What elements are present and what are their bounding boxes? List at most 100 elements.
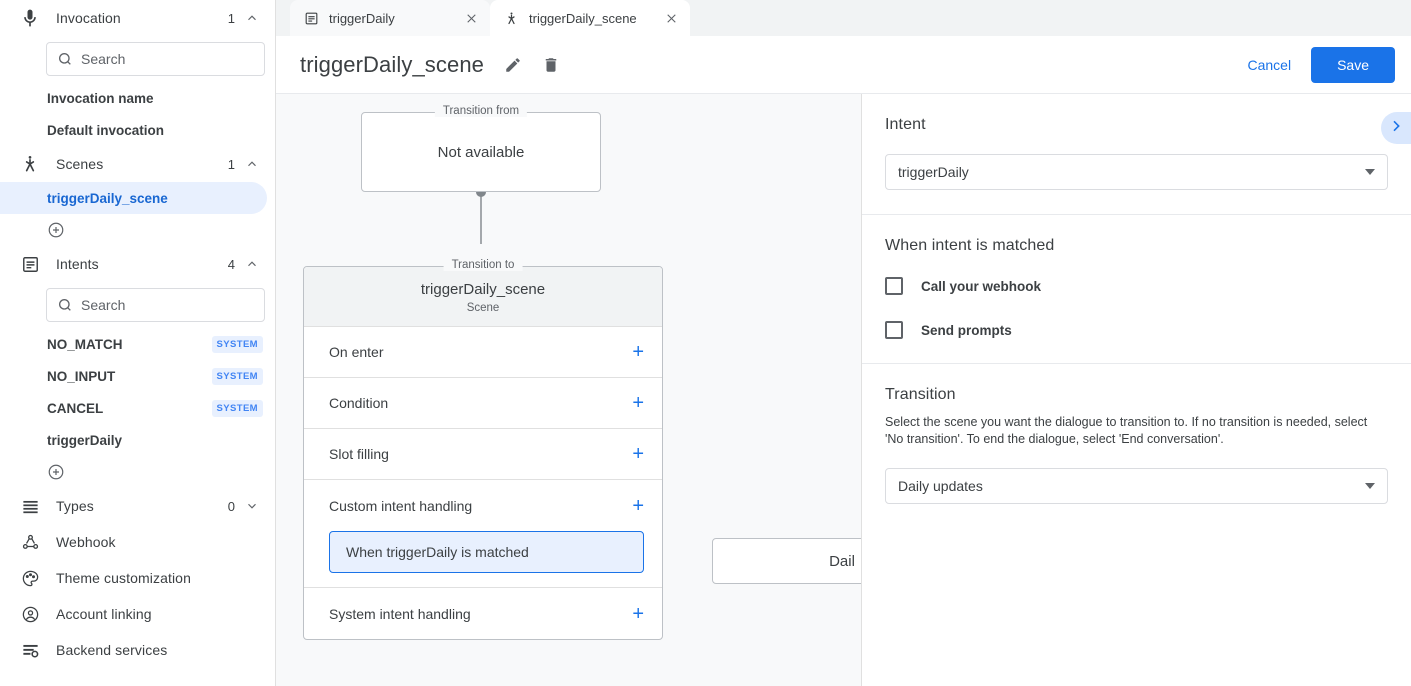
add-condition-button[interactable]: +: [632, 392, 644, 414]
scene-node[interactable]: Transition to triggerDaily_scene Scene O…: [303, 259, 663, 640]
checkbox-icon[interactable]: [885, 321, 903, 339]
scene-node-subtitle: Scene: [466, 302, 500, 314]
scene-row-label: Custom intent handling: [329, 497, 473, 514]
save-button[interactable]: Save: [1311, 46, 1395, 83]
sidebar-section-intents[interactable]: Intents 4: [0, 246, 275, 282]
left-sidebar: Invocation 1 Search Invocation name Defa…: [0, 0, 276, 686]
backend-services-icon: [18, 641, 42, 660]
intent-handler-chip[interactable]: When triggerDaily is matched: [329, 531, 644, 573]
collapse-panel-button[interactable]: [1381, 112, 1411, 144]
pencil-icon[interactable]: [504, 56, 522, 74]
checkbox-label: Send prompts: [921, 322, 1012, 338]
sidebar-item-label: Theme customization: [56, 570, 191, 586]
sidebar-section-label: Intents: [56, 256, 99, 272]
webhook-icon: [18, 533, 42, 552]
sidebar-section-label: Scenes: [56, 156, 104, 172]
close-icon[interactable]: [462, 9, 480, 27]
sidebar-item-cancel[interactable]: CANCEL SYSTEM: [0, 392, 275, 424]
sidebar-section-count: 4: [227, 256, 235, 272]
cancel-button[interactable]: Cancel: [1235, 48, 1303, 82]
sidebar-item-default-invocation[interactable]: Default invocation: [0, 114, 275, 146]
checkbox-send-prompts[interactable]: Send prompts: [885, 321, 1388, 339]
add-scene-button[interactable]: [0, 214, 275, 246]
intent-select-value: triggerDaily: [898, 164, 969, 180]
sidebar-item-theme-customization[interactable]: Theme customization: [0, 560, 275, 596]
chevron-up-icon: [245, 157, 259, 171]
sidebar-item-label: NO_MATCH: [47, 336, 123, 352]
sidebar-section-count: 1: [227, 10, 235, 26]
sidebar-item-webhook[interactable]: Webhook: [0, 524, 275, 560]
scene-row-label: Condition: [329, 395, 389, 411]
sidebar-item-backend-services[interactable]: Backend services: [0, 632, 275, 668]
properties-panel: Intent triggerDaily When intent is match…: [862, 94, 1411, 686]
transition-to-legend: Transition to: [443, 259, 523, 271]
scene-row-condition[interactable]: Condition +: [304, 378, 662, 429]
add-custom-intent-button[interactable]: +: [632, 494, 644, 517]
add-on-enter-button[interactable]: +: [632, 341, 644, 363]
checkbox-call-your-webhook[interactable]: Call your webhook: [885, 277, 1388, 295]
transition-from-value: Not available: [437, 144, 525, 161]
page-title: triggerDaily_scene: [300, 51, 484, 77]
tab-label: triggerDaily_scene: [529, 10, 637, 26]
sidebar-section-scenes[interactable]: Scenes 1: [0, 146, 275, 182]
sidebar-section-invocation[interactable]: Invocation 1: [0, 0, 275, 36]
tab-triggerdaily-scene[interactable]: triggerDaily_scene: [490, 0, 690, 36]
tab-triggerdaily[interactable]: triggerDaily: [290, 0, 490, 36]
sidebar-section-types[interactable]: Types 0: [0, 488, 275, 524]
sidebar-item-triggerdaily-scene[interactable]: triggerDaily_scene: [0, 182, 267, 214]
checkbox-icon[interactable]: [885, 277, 903, 295]
trash-icon[interactable]: [542, 56, 560, 74]
scene-row-system-intent-handling[interactable]: System intent handling +: [304, 588, 662, 639]
scene-row-slot-filling[interactable]: Slot filling +: [304, 429, 662, 480]
scene-node-title: triggerDaily_scene: [420, 281, 546, 298]
main-area: triggerDaily triggerDaily_scene triggerD…: [276, 0, 1411, 686]
intent-select[interactable]: triggerDaily: [885, 154, 1388, 190]
sidebar-item-invocation-name[interactable]: Invocation name: [0, 82, 275, 114]
transition-select-value: Daily updates: [898, 478, 983, 494]
account-icon: [18, 605, 42, 624]
status-badge: SYSTEM: [211, 335, 263, 353]
transition-from-node[interactable]: Transition from Not available: [361, 105, 601, 192]
content-body: Transition from Not available Transition…: [276, 94, 1411, 686]
scene-row-label: Slot filling: [329, 446, 389, 462]
add-intent-button[interactable]: [0, 456, 275, 488]
sidebar-item-account-linking[interactable]: Account linking: [0, 596, 275, 632]
sidebar-section-label: Invocation: [56, 10, 121, 26]
invocation-search-input[interactable]: Search: [46, 42, 265, 76]
search-icon: [57, 51, 73, 67]
sidebar-item-label: Backend services: [56, 642, 168, 658]
transition-select[interactable]: Daily updates: [885, 468, 1388, 504]
scene-row-on-enter[interactable]: On enter +: [304, 327, 662, 378]
tab-label: triggerDaily: [329, 10, 395, 26]
sidebar-item-label: Default invocation: [47, 122, 165, 138]
intent-heading: Intent: [885, 116, 926, 133]
panel-section-intent: Intent triggerDaily: [862, 94, 1411, 215]
when-matched-heading: When intent is matched: [885, 237, 1055, 254]
microphone-icon: [18, 8, 42, 28]
transition-target-node[interactable]: Tr Dail: [712, 538, 861, 584]
chevron-right-icon: [1388, 118, 1404, 139]
intents-search-input[interactable]: Search: [46, 288, 265, 322]
search-icon: [57, 297, 73, 313]
scene-canvas[interactable]: Transition from Not available Transition…: [276, 94, 862, 686]
chevron-up-icon: [245, 11, 259, 25]
sidebar-item-triggerdaily[interactable]: triggerDaily: [0, 424, 275, 456]
add-system-intent-button[interactable]: +: [632, 602, 644, 625]
sidebar-item-label: NO_INPUT: [47, 368, 116, 384]
invocation-search-placeholder: Search: [81, 51, 126, 67]
sidebar-item-label: Webhook: [56, 534, 116, 550]
sidebar-item-label: triggerDaily_scene: [47, 190, 168, 206]
dropdown-arrow-icon: [1365, 169, 1375, 175]
sidebar-item-no-match[interactable]: NO_MATCH SYSTEM: [0, 328, 275, 360]
plus-circle-icon: [48, 222, 64, 238]
types-icon: [18, 497, 42, 516]
tab-bar: triggerDaily triggerDaily_scene: [276, 0, 1411, 36]
scene-row-custom-intent-handling[interactable]: Custom intent handling +: [304, 480, 662, 531]
close-icon[interactable]: [662, 9, 680, 27]
sidebar-item-no-input[interactable]: NO_INPUT SYSTEM: [0, 360, 275, 392]
intents-search-placeholder: Search: [81, 297, 126, 313]
add-slot-filling-button[interactable]: +: [632, 443, 644, 465]
panel-section-when-matched: When intent is matched Call your webhook…: [862, 215, 1411, 364]
palette-icon: [18, 569, 42, 588]
scene-block-custom-intent-handling: Custom intent handling + When triggerDai…: [304, 480, 662, 588]
